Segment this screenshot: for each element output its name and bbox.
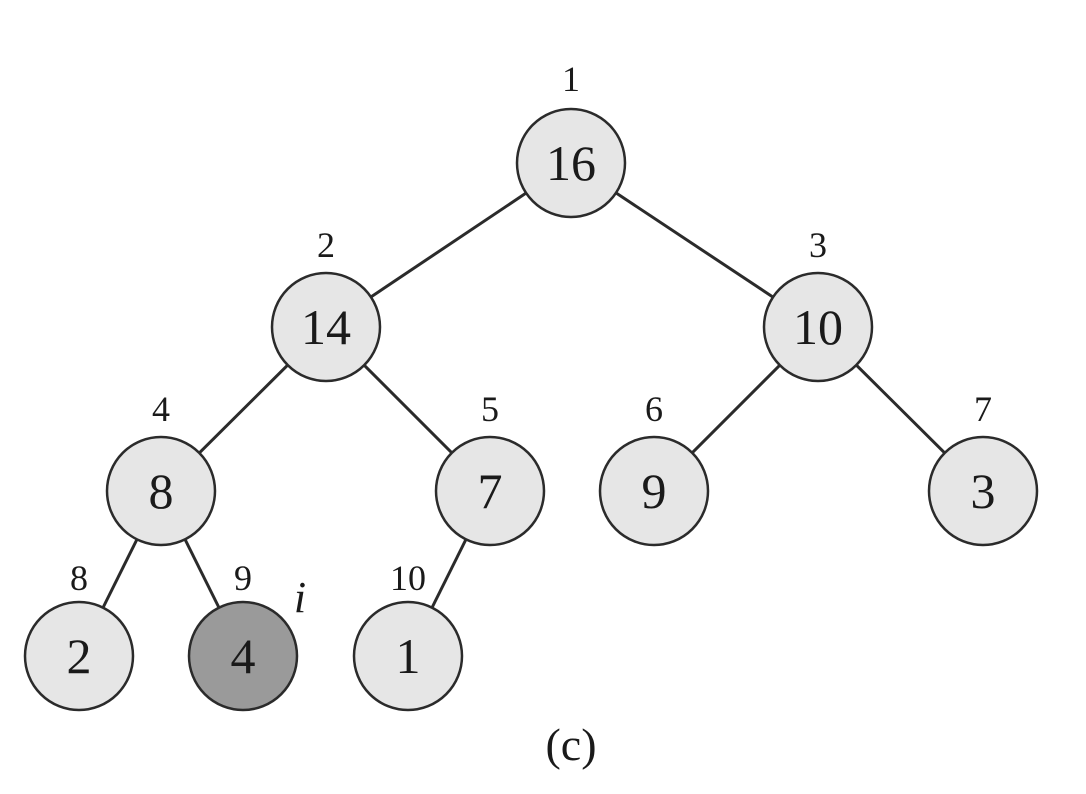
node-value-8: 2	[67, 628, 92, 684]
heap-node-5: 75	[434, 389, 546, 547]
heap-node-7: 37	[927, 389, 1039, 547]
node-value-1: 16	[546, 135, 596, 191]
node-index-label-6: 6	[645, 389, 663, 429]
node-index-label-5: 5	[481, 389, 499, 429]
node-value-5: 7	[478, 463, 503, 519]
node-index-label-7: 7	[974, 389, 992, 429]
edge-4-9	[183, 538, 221, 609]
heap-node-6: 96	[598, 389, 710, 547]
node-circle-10	[352, 600, 464, 712]
node-circle-6	[598, 435, 710, 547]
node-circle-7	[927, 435, 1039, 547]
edge-3-6	[691, 364, 781, 454]
edge-2-5	[363, 364, 453, 454]
node-index-label-8: 8	[70, 558, 88, 598]
node-circle-4	[105, 435, 217, 547]
node-circle-3	[762, 271, 874, 383]
node-value-6: 9	[642, 463, 667, 519]
figure-caption: (c)	[545, 719, 596, 770]
edge-5-10	[430, 538, 468, 609]
node-value-4: 8	[149, 463, 174, 519]
edge-4-8	[101, 538, 139, 609]
node-value-9: 4	[231, 628, 256, 684]
heap-node-4: 84	[105, 389, 217, 547]
node-circle-9	[187, 600, 299, 712]
node-index-label-10: 10	[390, 558, 426, 598]
edge-3-7	[855, 364, 946, 454]
edge-2-4	[198, 364, 289, 454]
heap-node-8: 28	[23, 558, 135, 712]
node-value-7: 3	[971, 463, 996, 519]
heap-node-10: 1 10	[352, 558, 464, 712]
node-index-label-9: 9	[234, 558, 252, 598]
node-value-10: 1	[396, 628, 421, 684]
edge-1-3	[615, 191, 774, 299]
heap-node-9: 49	[187, 558, 299, 712]
tree-edges	[101, 191, 946, 609]
heap-node-1: 16 1	[515, 59, 627, 219]
node-circle-1	[515, 107, 627, 219]
edge-1-2	[370, 191, 527, 299]
node-index-label-1: 1	[562, 59, 580, 99]
node-index-label-2: 2	[317, 225, 335, 265]
node-index-label-3: 3	[809, 225, 827, 265]
node-circle-5	[434, 435, 546, 547]
heap-node-3: 10 3	[762, 225, 874, 383]
node-circle-2	[270, 271, 382, 383]
heap-node-2: 14 2	[270, 225, 382, 383]
node-value-3: 10	[793, 299, 843, 355]
node-circle-8	[23, 600, 135, 712]
node-value-2: 14	[301, 299, 351, 355]
pointer-label-i: i	[294, 573, 306, 622]
node-index-label-4: 4	[152, 389, 170, 429]
